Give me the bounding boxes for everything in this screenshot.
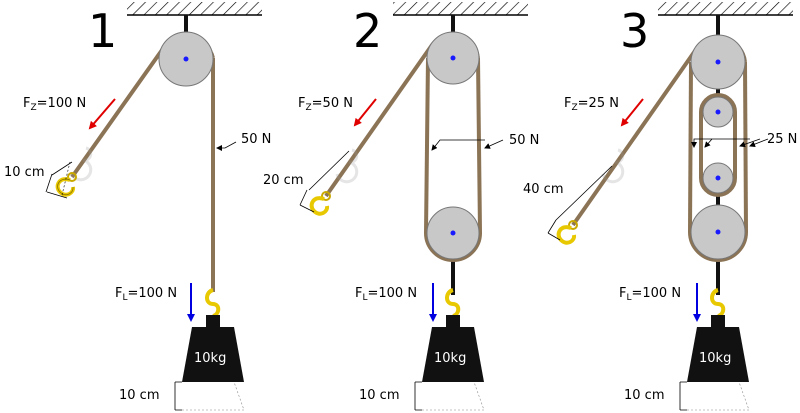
pulley-axle (715, 59, 721, 65)
lift-distance-label: 10 cm (359, 388, 400, 403)
rope (743, 61, 748, 233)
pull-distance-label: 40 cm (523, 182, 564, 197)
hook-start-ghost (601, 148, 625, 184)
rope (571, 46, 699, 227)
rope (688, 61, 693, 233)
weight (422, 327, 484, 382)
pulley-axle (450, 55, 456, 61)
applied-force-label: FZ=100 N (23, 96, 86, 113)
load-force-label: FL=100 N (115, 286, 177, 303)
tension-pointer (484, 139, 504, 149)
pull-hook (309, 191, 331, 216)
rope (424, 232, 482, 262)
rope (699, 93, 737, 113)
pulley-axle (183, 56, 189, 62)
tension-pointer (749, 138, 769, 147)
load-force-label: FL=100 N (619, 286, 681, 303)
weight-handle (711, 315, 725, 327)
pull-hook (55, 172, 77, 197)
rope (324, 43, 434, 198)
hook-start-ghost (335, 148, 359, 184)
pulley-axle (715, 175, 721, 181)
ceiling (127, 2, 262, 15)
tension-pointer (216, 141, 237, 151)
lift-distance-label: 10 cm (119, 388, 160, 403)
rope (688, 231, 748, 262)
pulley-axle (715, 229, 721, 235)
ceiling (658, 2, 793, 15)
weight-label: 10kg (434, 351, 466, 366)
tension-pointer (431, 139, 485, 151)
weight-label: 10kg (194, 351, 226, 366)
panel-number: 1 (88, 4, 117, 58)
applied-force-arrow (620, 98, 644, 127)
tension-label: 50 N (241, 132, 271, 147)
pulley-axle (715, 109, 721, 115)
panel-3: 3 40 (523, 2, 797, 411)
panel-number: 2 (353, 4, 382, 58)
weight-label: 10kg (699, 351, 731, 366)
pull-hook (556, 220, 578, 245)
weight-handle (206, 315, 220, 327)
load-hook (710, 288, 726, 318)
pulley-axle (450, 230, 456, 236)
lift-distance-marker (174, 381, 245, 411)
panel-1: 1 10 cm FZ=100 N 50 N (4, 2, 271, 411)
tension-label: 50 N (509, 133, 539, 148)
pull-distance-marker (45, 161, 73, 199)
load-force-label: FL=100 N (355, 286, 417, 303)
tension-pointer (739, 138, 761, 148)
weight (687, 327, 749, 382)
applied-force-label: FZ=50 N (298, 96, 353, 113)
lift-distance-marker (679, 381, 750, 411)
pull-distance-label: 10 cm (4, 165, 45, 180)
rope (699, 177, 737, 197)
ceiling (393, 2, 528, 15)
panel-number: 3 (620, 4, 649, 58)
rope (476, 57, 482, 234)
weight-handle (446, 315, 460, 327)
weight (182, 327, 244, 382)
hook-start-ghost (69, 146, 93, 182)
rope (424, 57, 430, 234)
panel-2: 2 20 cm FZ=50 N (263, 2, 539, 411)
pull-distance-marker (547, 165, 613, 241)
pull-distance-marker (299, 150, 350, 213)
rope (70, 48, 164, 179)
applied-force-label: FZ=25 N (564, 96, 619, 113)
lift-distance-marker (414, 381, 485, 411)
lift-distance-label: 10 cm (624, 388, 665, 403)
load-hook (205, 288, 221, 318)
load-hook (445, 288, 461, 318)
tension-pointer (691, 138, 750, 148)
pull-distance-label: 20 cm (263, 173, 304, 188)
applied-force-arrow (353, 98, 377, 127)
tension-label: 25 N (767, 132, 797, 147)
tension-pointer (704, 138, 713, 148)
applied-force-arrow (88, 98, 116, 130)
